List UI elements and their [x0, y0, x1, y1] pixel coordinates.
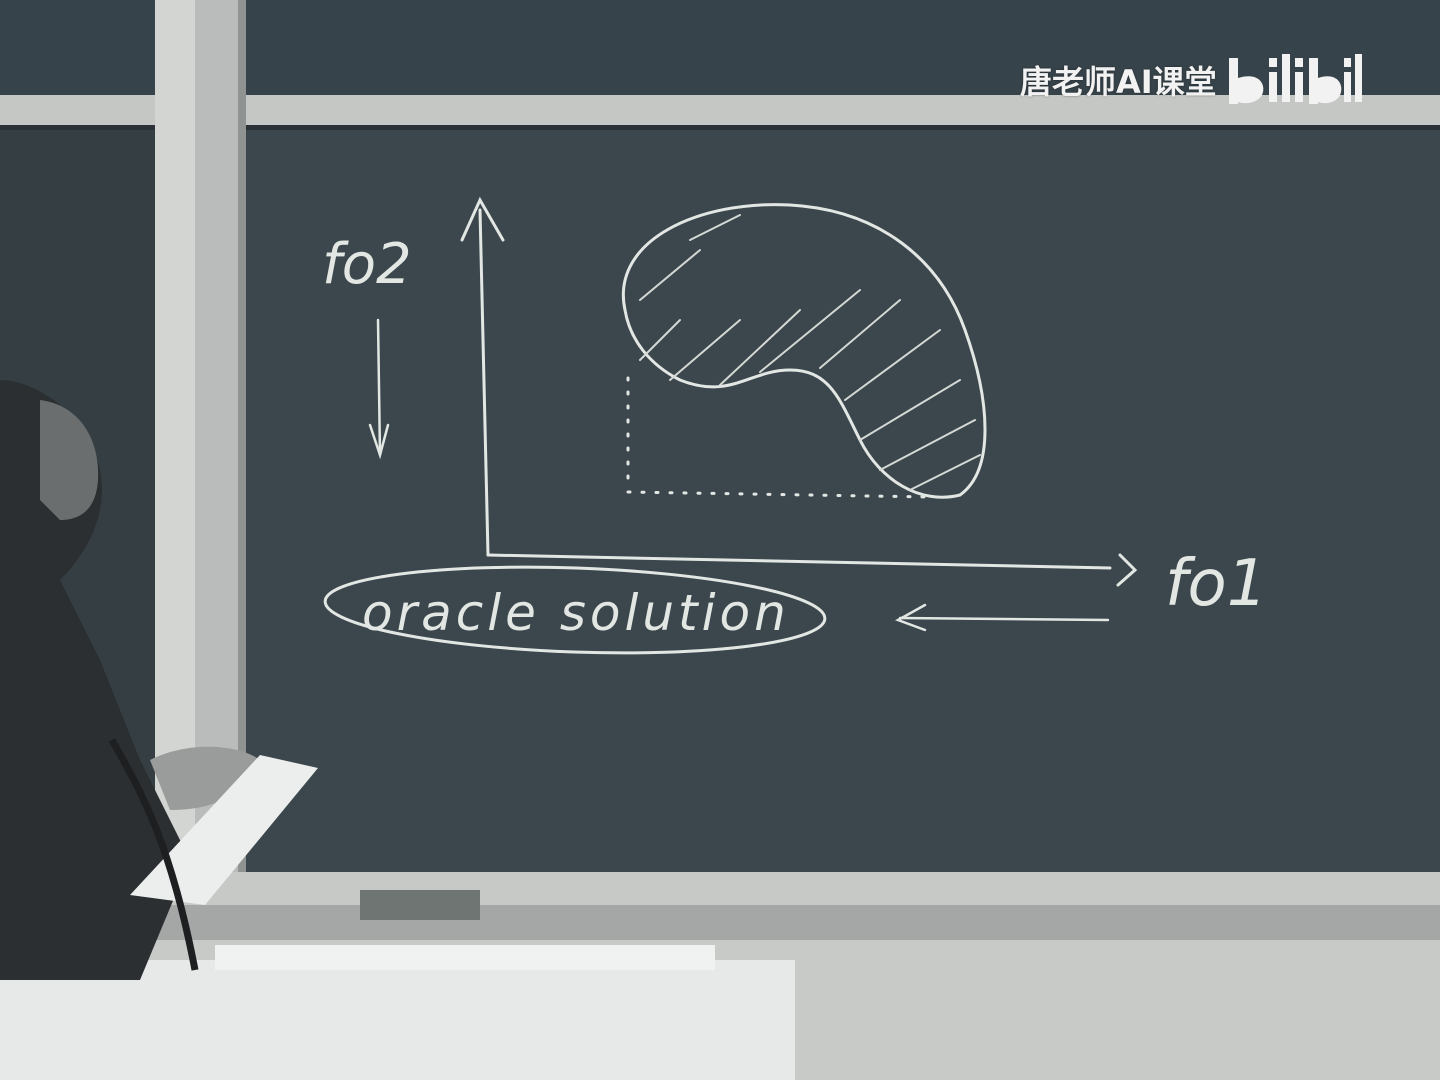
chalk-tray-lip: [100, 905, 1440, 945]
eraser: [360, 890, 480, 920]
y-axis-label: fo2: [322, 232, 412, 297]
watermark: 唐老师AI课堂: [1020, 50, 1367, 110]
lecturer: [0, 380, 190, 980]
channel-name: 唐老师AI课堂: [1020, 63, 1217, 101]
main-chalkboard: [240, 130, 1440, 875]
paper-sheet: [130, 755, 318, 905]
oracle-oval: [323, 565, 827, 655]
frame-post-edge: [238, 0, 246, 920]
microphone-stand: [108, 738, 199, 971]
feasible-region: [621, 203, 987, 499]
left-arrow: [895, 603, 1110, 632]
hatch-lines: [639, 214, 981, 491]
lecturer-face: [40, 400, 99, 520]
down-arrow: [368, 318, 390, 460]
podium-top: [215, 945, 715, 970]
oracle-solution-text: oracle solution: [362, 584, 790, 642]
y-axis: [460, 196, 505, 557]
bilibili-logo-icon: [1228, 54, 1362, 104]
dotted-guides: [626, 376, 932, 499]
x-axis-label: fo1: [1165, 547, 1267, 621]
x-axis: [486, 553, 1138, 587]
